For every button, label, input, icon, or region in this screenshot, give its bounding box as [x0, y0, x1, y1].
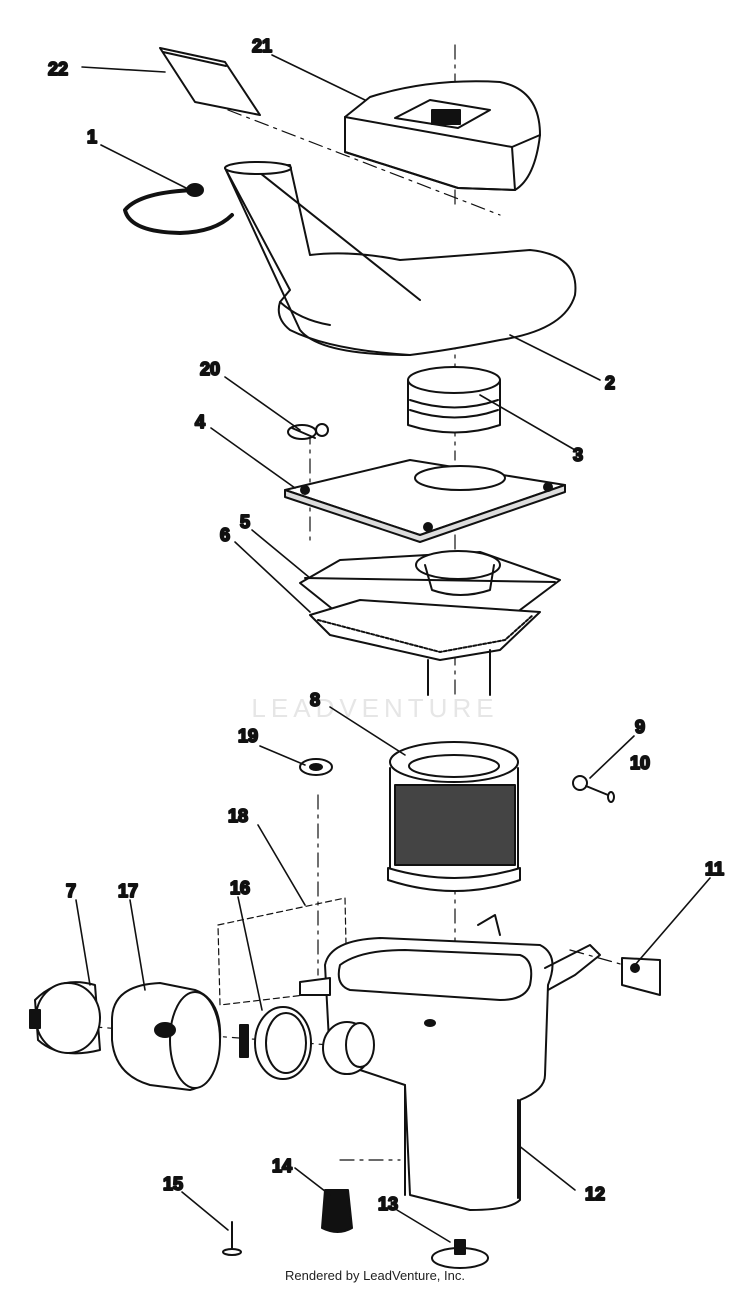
callout-3: 3	[573, 445, 583, 465]
callout-9: 9	[635, 717, 645, 737]
callout-11: 11	[705, 859, 724, 879]
callout-13: 13	[378, 1194, 398, 1214]
callout-17: 17	[118, 881, 138, 901]
part-2-air-cleaner-cover	[224, 161, 577, 356]
part-3-rubber-seal	[407, 366, 501, 434]
part-22-gasket-plate	[159, 47, 261, 116]
callout-4: 4	[195, 412, 205, 432]
part-19-grommet	[299, 758, 333, 776]
part-20-wing-nut	[287, 423, 329, 440]
part-8-filter-element	[387, 741, 521, 892]
callout-18: 18	[228, 806, 248, 826]
part-14-cap	[321, 1189, 353, 1233]
leader-lines	[75, 54, 711, 1243]
part-4-cover-plate	[284, 459, 566, 543]
callout-10: 10	[630, 753, 650, 773]
callout-16: 16	[230, 878, 250, 898]
callout-labels: 22 21 1 2 20 3 4 5 6 8 19 9 10 18 11 7 1…	[47, 35, 725, 1215]
part-11-clip	[621, 957, 661, 996]
part-13-valve	[431, 1239, 489, 1269]
callout-21: 21	[252, 36, 272, 56]
part-1-hose-clamp	[123, 183, 234, 235]
callout-7: 7	[66, 881, 76, 901]
callout-5: 5	[240, 512, 250, 532]
callout-8: 8	[310, 690, 320, 710]
callout-6: 6	[220, 525, 230, 545]
part-10-lock-washer	[607, 791, 615, 803]
callout-2: 2	[605, 373, 615, 393]
part-16-clamp	[239, 1006, 312, 1080]
part-12-air-cleaner-body	[299, 914, 601, 1211]
callout-20: 20	[200, 359, 220, 379]
callout-22: 22	[48, 59, 68, 79]
part-7-clamp-ring	[29, 981, 101, 1055]
footer-credit: Rendered by LeadVenture, Inc.	[285, 1268, 465, 1283]
callout-12: 12	[585, 1184, 605, 1204]
callout-14: 14	[272, 1156, 292, 1176]
callout-1: 1	[87, 127, 97, 147]
watermark: LEADVENTURE	[251, 693, 499, 723]
part-21-foam-cover	[344, 80, 541, 191]
part-9-screw	[572, 775, 609, 796]
callout-19: 19	[238, 726, 258, 746]
part-15-bolt	[222, 1221, 242, 1256]
part-6-gasket	[309, 599, 541, 696]
callout-15: 15	[163, 1174, 183, 1194]
part-17-rubber-sleeve	[111, 982, 222, 1091]
